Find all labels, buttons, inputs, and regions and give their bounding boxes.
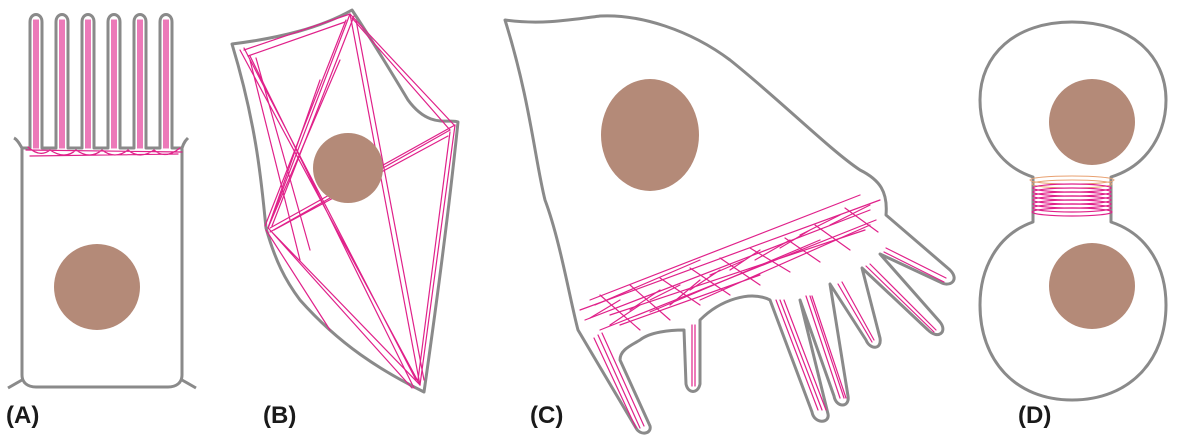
panel-c-nucleus bbox=[601, 79, 699, 191]
panel-c-cell bbox=[505, 16, 954, 433]
panel-b-cell bbox=[232, 10, 458, 392]
panel-a-membrane bbox=[14, 15, 188, 388]
panel-d-nucleus-top bbox=[1049, 79, 1135, 165]
panel-b-nucleus bbox=[313, 133, 383, 203]
panel-a-label: (A) bbox=[6, 402, 39, 430]
panel-d-label: (D) bbox=[1018, 402, 1051, 430]
panel-c-membrane bbox=[505, 16, 954, 433]
panel-c-label: (C) bbox=[530, 402, 563, 430]
panel-d-membrane bbox=[980, 22, 1166, 400]
panel-d-nucleus-bottom bbox=[1049, 243, 1135, 329]
panel-d-cell bbox=[980, 22, 1166, 400]
panel-a-nucleus bbox=[54, 244, 140, 330]
panel-b-label: (B) bbox=[263, 402, 296, 430]
panel-a-cell bbox=[8, 15, 196, 389]
